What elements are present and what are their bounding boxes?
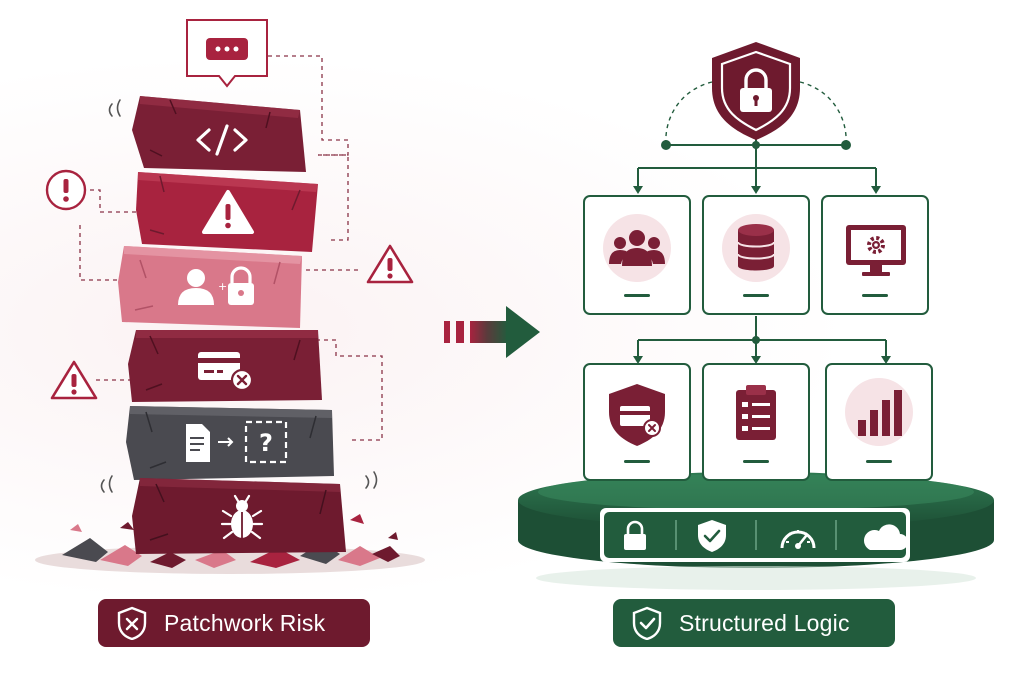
tree-connectors [637, 136, 887, 360]
shield-check-icon [632, 606, 662, 640]
shield-card-icon [609, 384, 665, 446]
code-icon [196, 124, 248, 156]
lock-icon [624, 520, 646, 550]
monitor-gear-icon [846, 225, 906, 276]
card-bar-chart [825, 363, 933, 481]
tremor-marks [100, 99, 378, 493]
shield-check-icon [698, 520, 726, 552]
bug-icon [220, 494, 264, 540]
shield-lock-icon [712, 42, 800, 140]
card-error-icon [198, 352, 254, 392]
warning-triangle-icon [366, 244, 414, 284]
transition-arrow [444, 306, 540, 358]
user-lock-icon: + [178, 266, 254, 305]
svg-text:+: + [218, 280, 227, 293]
card-users [583, 195, 691, 315]
cloud-icon [863, 524, 908, 550]
chat-alert-icon [186, 19, 268, 88]
users-icon [609, 230, 665, 266]
clipboard-list-icon [736, 385, 776, 440]
shield-x-icon [117, 606, 147, 640]
exclamation-circle-icon [45, 169, 87, 211]
card-shield-card [583, 363, 691, 481]
card-monitor [821, 195, 929, 315]
card-database [702, 195, 810, 315]
svg-text:?: ? [259, 429, 273, 457]
document-unknown-icon: ? [186, 420, 288, 464]
structured-logic-text: Structured Logic [679, 609, 850, 636]
tower-block-1 [132, 96, 306, 172]
platform [518, 472, 994, 590]
database-icon [737, 224, 775, 271]
structured-logic-label: Structured Logic [613, 599, 895, 647]
card-clipboard [702, 363, 810, 481]
patchwork-risk-label: Patchwork Risk [98, 599, 370, 647]
shield-dashed-arcs [665, 81, 847, 146]
warning-triangle-icon [50, 360, 98, 400]
warning-icon [202, 190, 254, 234]
tower-block-3 [118, 246, 302, 328]
patchwork-risk-text: Patchwork Risk [164, 609, 326, 636]
gauge-icon [780, 530, 816, 549]
bar-chart-icon [858, 390, 902, 436]
connector-nodes [633, 140, 891, 364]
left-dashed-connectors [79, 55, 383, 441]
